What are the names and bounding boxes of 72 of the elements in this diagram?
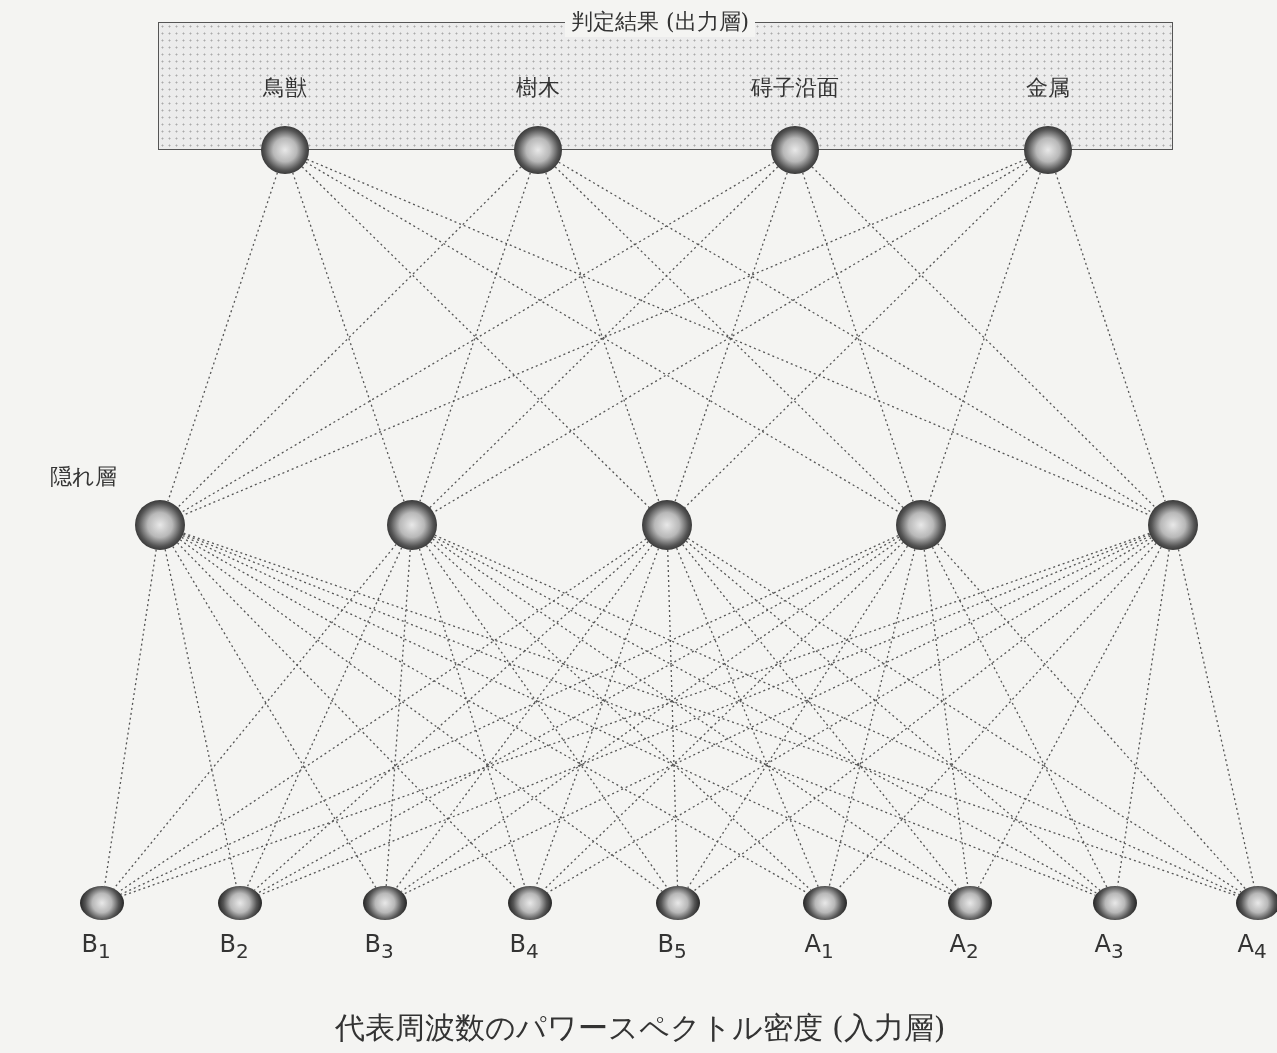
class-label: 鳥獣 [263,74,307,102]
neuron-circle [656,886,700,920]
neuron-circle [1093,886,1137,920]
neuron-circle [948,886,992,920]
connection-line [246,547,403,888]
neuron-circle [261,126,309,174]
connection-line [177,166,522,509]
layer-title: 判定結果 (出力層) [565,7,756,37]
connection-line [802,172,914,502]
connection-line [676,547,819,888]
connection-line [931,546,1108,888]
neuron-circle [508,886,552,920]
connection-line [432,538,955,893]
connection-line [425,544,669,889]
node-label: A$_{1}$ [804,930,834,963]
neuron-circle [1148,500,1198,550]
connection-line [164,548,238,887]
node-label: B$_{3}$ [364,930,394,963]
connection-line [543,541,904,891]
connection-line [385,549,411,887]
neuron-circle [1236,886,1277,920]
neuron-circle [803,886,847,920]
neuron-circle [363,886,407,920]
node-label: A$_{3}$ [1094,930,1124,963]
connection-line [928,172,1041,502]
connection-line [172,545,377,889]
connection-line [292,172,405,502]
neuron-circle [1024,126,1072,174]
connection-line [181,536,808,894]
caption: 代表周波数のパワースペクトル密度 (入力層) [334,1009,946,1047]
connection-line [257,536,900,894]
node-label: A$_{4}$ [1237,930,1267,963]
connection-line [937,543,1247,890]
neuron-circle [135,500,185,550]
connection-line [554,166,904,509]
class-label: 金属 [1026,74,1070,102]
connection-line [432,161,1028,513]
connection-line [253,540,649,891]
connection-line [837,542,1157,890]
connection-line [418,548,526,888]
neuron-circle [642,500,692,550]
node-label: B$_{1}$ [81,930,111,963]
connection-line [923,549,969,887]
connection-line [395,544,653,889]
neuron-circle [771,126,819,174]
node-label: A$_{2}$ [949,930,979,963]
connection-line [167,172,279,502]
connection-line [1054,172,1166,502]
connection-line [305,161,901,513]
connection-line [667,549,679,887]
connection-line [180,161,775,513]
neuron-circle [80,886,124,920]
connection-line [301,166,650,509]
neuron-circle [218,886,262,920]
neuron-circle [387,500,437,550]
connection-line [674,172,788,502]
connection-line [429,541,812,891]
class-label: 碍子沿面 [751,74,839,102]
connection-line [687,545,909,889]
connection-line [828,548,916,887]
class-label: 樹木 [516,74,560,102]
connection-line [558,161,1153,513]
connection-line [429,166,779,509]
node-label: 隠れ層 [50,463,117,491]
node-label: B$_{4}$ [509,930,539,963]
connection-line [545,172,660,502]
node-label: B$_{2}$ [219,930,249,963]
connection-line [811,166,1156,509]
neuron-circle [896,500,946,550]
neuron-circle [514,126,562,174]
connection-line [419,172,531,502]
node-label: B$_{5}$ [657,930,687,963]
